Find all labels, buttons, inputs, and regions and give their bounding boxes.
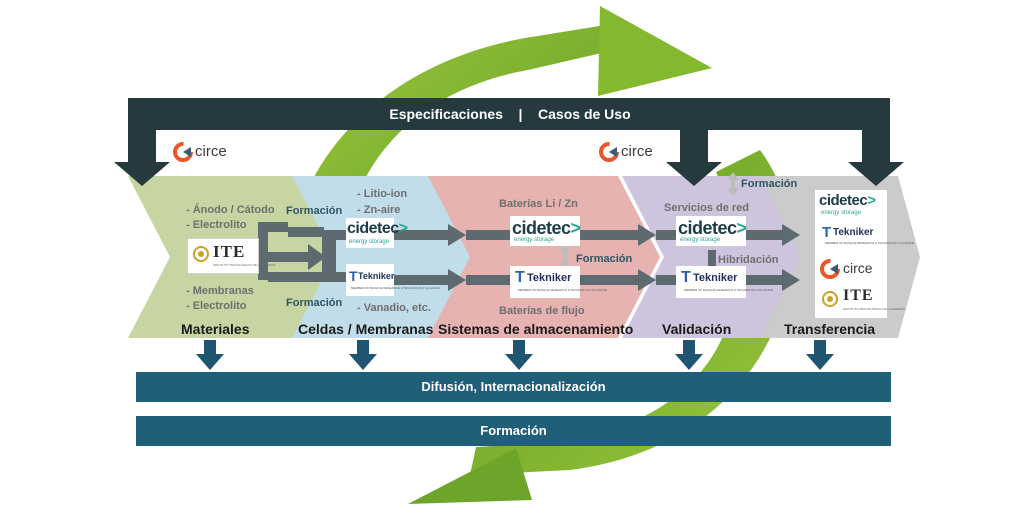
celdas-item-znaire: - Zn-aire	[357, 204, 401, 216]
ite-emblem-icon	[822, 291, 838, 307]
cidetec-wordmark: cidetec>	[819, 192, 876, 209]
validacion-servicios-red: Servicios de red	[664, 202, 749, 214]
ite-subtitle: INSTITUTO TECNOLÓGICO DE LA ENERGÍA	[843, 307, 906, 311]
ite-logo-materiales: ITE INSTITUTO TECNOLÓGICO DE LA ENERGÍA	[187, 238, 275, 274]
cidetec-wordmark: cidetec>	[347, 220, 408, 237]
formacion-label-celdas-bottom: Formación	[286, 297, 343, 309]
formacion-label-validacion: Formación	[741, 178, 798, 190]
stage-label-transferencia: Transferencia	[784, 321, 876, 337]
tekniker-subtitle: MEMBER OF BASQUE RESEARCH & TECHNOLOGY A…	[684, 288, 773, 292]
circe-wordmark: circe	[621, 143, 653, 160]
cidetec-wordmark: cidetec>	[512, 218, 581, 238]
tekniker-t-icon: T	[349, 268, 358, 284]
circe-wordmark: circe	[843, 260, 873, 276]
cidetec-wordmark: cidetec>	[678, 218, 747, 238]
stage-celdas-shape	[292, 176, 474, 338]
circe-icon	[820, 259, 840, 279]
formacion-bar	[136, 416, 891, 446]
tekniker-subtitle: MEMBER OF BASQUE RESEARCH & TECHNOLOGY A…	[825, 241, 914, 245]
sistemas-baterias-li-zn: Baterías Li / Zn	[499, 198, 578, 210]
celdas-item-litio: - Litio-ion	[357, 188, 408, 200]
down-arrows	[196, 340, 834, 370]
materiales-item-membranas: - Membranas	[186, 285, 254, 297]
top-bar-label: Especificaciones | Casos de Uso	[389, 106, 631, 122]
difusion-label: Difusión, Internacionalización	[421, 379, 606, 394]
tekniker-wordmark: Tekniker	[833, 227, 874, 238]
cidetec-subtitle: energy storage	[349, 239, 390, 245]
celdas-item-vanadio: - Vanadio, etc.	[357, 302, 431, 314]
sistemas-baterias-flujo: Baterías de flujo	[499, 305, 585, 317]
tekniker-logo-celdas: T Tekniker MEMBER OF BASQUE RESEARCH & T…	[346, 264, 440, 296]
materiales-item-electrolito-bottom: - Electrolito	[186, 300, 247, 312]
formacion-bar-label: Formación	[480, 423, 547, 438]
cidetec-logo-sistemas: cidetec> energy storage	[510, 216, 581, 246]
validacion-hibridacion: Hibridación	[718, 254, 779, 266]
cidetec-logo-celdas: cidetec> energy storage	[346, 218, 408, 248]
circe-logo-right: circe	[596, 139, 662, 165]
stage-label-celdas: Celdas / Membranas	[298, 321, 434, 337]
formacion-label-celdas-top: Formación	[286, 205, 343, 217]
specifications-bracket	[114, 98, 904, 186]
materiales-item-electrolito-top: - Electrolito	[186, 219, 247, 231]
tekniker-subtitle: MEMBER OF BASQUE RESEARCH & TECHNOLOGY A…	[351, 286, 440, 290]
stage-label-validacion: Validación	[662, 321, 732, 337]
circe-icon	[599, 142, 619, 162]
difusion-bar	[136, 372, 891, 402]
double-arrow-sistemas	[559, 244, 571, 270]
tekniker-logo-sistemas: T Tekniker MEMBER OF BASQUE RESEARCH & T…	[510, 266, 607, 298]
circe-wordmark: circe	[195, 143, 227, 160]
stage-sistemas-shape	[428, 176, 660, 338]
circe-icon	[173, 142, 193, 162]
double-arrow-validacion	[727, 172, 739, 196]
tekniker-t-icon: T	[681, 269, 691, 286]
tekniker-t-icon: T	[515, 269, 525, 286]
tekniker-subtitle: MEMBER OF BASQUE RESEARCH & TECHNOLOGY A…	[518, 288, 607, 292]
tekniker-wordmark: Tekniker	[693, 272, 738, 284]
ite-wordmark: ITE	[213, 242, 246, 261]
ite-emblem-icon	[193, 246, 209, 262]
flow-arrows	[258, 222, 800, 291]
cidetec-subtitle: energy storage	[680, 237, 721, 243]
materiales-item-anodo: - Ánodo / Cátodo	[186, 204, 275, 216]
cidetec-logo-validacion: cidetec> energy storage	[676, 216, 747, 246]
circe-logo-left: circe	[170, 139, 236, 165]
cidetec-subtitle: energy storage	[514, 237, 555, 243]
tekniker-t-icon: T	[822, 224, 832, 241]
formacion-label-sistemas: Formación	[576, 253, 633, 265]
cidetec-subtitle: energy storage	[821, 210, 862, 216]
stage-label-sistemas: Sistemas de almacenamiento	[438, 321, 634, 337]
ite-subtitle: INSTITUTO TECNOLÓGICO DE LA ENERGÍA	[213, 263, 276, 267]
tekniker-logo-validacion: T Tekniker MEMBER OF BASQUE RESEARCH & T…	[676, 266, 773, 298]
tekniker-wordmark: Tekniker	[358, 271, 395, 281]
ite-wordmark: ITE	[843, 287, 874, 304]
transfer-logo-panel: cidetec> energy storage T Tekniker MEMBE…	[815, 190, 914, 318]
stage-label-materiales: Materiales	[181, 321, 250, 337]
tekniker-wordmark: Tekniker	[527, 272, 572, 284]
